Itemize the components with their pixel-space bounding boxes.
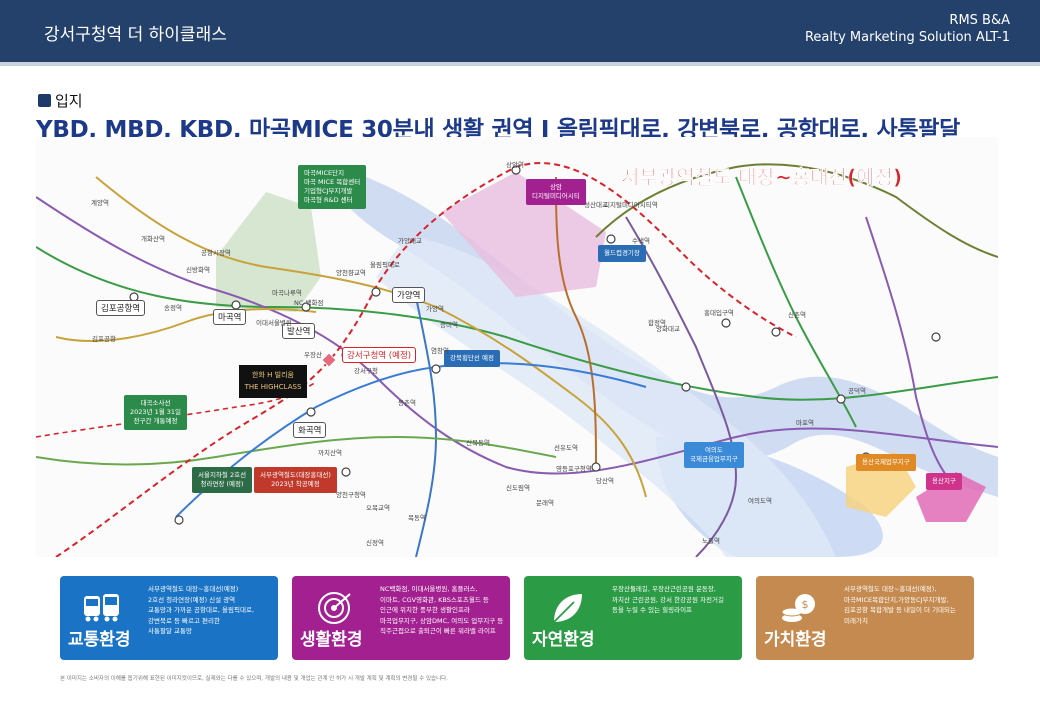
header-bar: 강서구청역 더 하이클래스 RMS B&A Realty Marketing S… [0,0,1040,62]
place-label: 송정역 [164,304,182,312]
company-name: RMS B&A [949,13,1010,28]
place-label: 목동역 [408,514,426,522]
feature-cards: 교통환경 서부광역철도 대장~홍대선(예정) 2호선 청라연장(예정) 신설 광… [60,576,976,660]
place-label: 영등포구청역 [556,465,592,473]
place-label: 공항시장역 [201,249,231,257]
place-label: 양화대교 [656,325,680,333]
western-rail-dashed [55,162,797,557]
place-label: 까치산역 [318,449,342,457]
callout-yongsan-district: 용산지구 [926,473,962,490]
place-label: 노들역 [702,537,720,545]
line2-extension-dashed [36,381,317,438]
callout-world-cup: 월드컵경기장 [598,245,646,262]
station-hwagok: 화곡역 [293,422,327,438]
place-label: 신정역 [366,539,384,547]
station-magok: 마곡역 [213,309,247,325]
card-nature-title: 자연환경 [532,630,595,650]
map-graphics [36,137,998,557]
place-label: 양천향교역 [336,269,366,277]
site-label-line1: 한화 H 빌리움 [252,371,294,379]
card-living: 생활환경 NC백화점, 이대서울병원, 홈플러스, 이마트, CGV영화관, K… [292,576,510,660]
card-value: $ 가치환경 서부광역철도 대장~홍대선(예정), 마곡MICE복합단지,가양동… [756,576,974,660]
section-label: 입지 [38,90,83,111]
station-balsan: 발산역 [282,323,316,339]
card-living-title: 생활환경 [300,630,363,650]
callout-daegok-sosa: 대곡소사선 2023년 1월 31일 전구간 개통예정 [124,395,188,430]
place-label: 가양대교 [398,237,422,245]
place-label: 양천구청역 [336,491,366,499]
callout-magok-mice: 마곡MICE단지 마곡 MICE 복합센터 기업형CJ부지개발 마곡형 R&D … [298,165,367,209]
place-label: NC 백화점 [294,299,324,307]
coins-icon: $ [781,594,815,622]
place-label: 공덕역 [848,387,866,395]
callout-western-rail: 서부광역철도(대장홍대선) 2023년 착공예정 [254,467,337,493]
card-nature-text: 우장산둘레길, 우장산근린공원 운동장, 까치산 근린공원, 강서 한강공원 자… [612,585,724,614]
place-label: 오목교역 [366,504,390,512]
western-rail-banner: 서부광역철도 대장~홍대선(예정) [621,165,903,190]
place-label: 선유도역 [554,444,578,452]
place-label: 우장산 [304,351,322,359]
place-label: 문래역 [536,499,554,507]
place-label: 수색역 [632,237,650,245]
yongsan-district-zone [916,472,986,522]
card-value-title: 가치환경 [764,630,827,650]
place-label: 당산역 [596,477,614,485]
station-gimpo-airport: 김포공항역 [96,300,146,316]
section-bullet-icon [38,94,51,107]
place-label: 성산대교 [584,201,608,209]
sangam-pink-zone [441,172,606,297]
place-label: 등촌역 [398,399,416,407]
place-label: 가양역 [426,305,444,313]
callout-gangbuk-expressway: 강북횡단선 예정 [444,350,500,367]
site-label: 한화 H 빌리움 THE HIGHCLASS [239,365,307,398]
place-label: 합정역 [648,319,666,327]
card-nature: 자연환경 우장산둘레길, 우장산근린공원 운동장, 까치산 근린공원, 강서 한… [524,576,742,660]
place-label: 디지털미디어시티역 [604,201,658,209]
place-label: 개화산역 [141,235,165,243]
station-gangseo-office: 강서구청역 (예정) [342,347,417,363]
location-map: 서부광역철도 대장~홍대선(예정) 김포공항역 마곡역 발산역 화곡역 가양역 … [36,137,998,557]
place-label: 상암역 [506,161,524,169]
place-label: 강서구청 [354,367,378,375]
place-label: 올림픽대로 [370,261,400,269]
place-label: 마포역 [796,419,814,427]
corridor-area [376,237,836,557]
card-value-text: 서부광역철도 대장~홍대선(예정), 마곡MICE복합단지,가양동CJ부지개발,… [844,585,956,625]
callout-sangam: 상암 디지털미디어시티 [526,179,586,205]
place-label: 홍대입구역 [704,309,734,317]
svg-text:$: $ [802,598,809,611]
company-subtitle: Realty Marketing Solution ALT-1 [804,30,1010,45]
card-living-text: NC백화점, 이대서울병원, 홈플러스, 이마트, CGV영화관, KBS스포츠… [380,585,504,635]
han-river [326,177,998,497]
place-label: 염창역 [431,347,449,355]
place-label: 신방화역 [186,266,210,274]
target-icon [318,592,351,624]
magok-green-zone [216,192,321,312]
header-divider [0,62,1040,66]
station-gayang: 가양역 [392,287,426,303]
place-label: 이대서울병원 [256,319,292,327]
place-label: 김포공항 [92,335,116,343]
leaf-icon [553,594,582,623]
place-label: 마곡나루역 [272,289,302,297]
bus-train-icon [84,594,119,622]
place-label: 증미역 [440,321,458,329]
place-label: 신목동역 [466,439,490,447]
callout-line2-extension: 서울지하철 2호선 청라연장 (예정) [192,467,253,493]
site-marker [321,352,337,368]
place-label: 계양역 [91,199,109,207]
section-label-text: 입지 [55,92,83,110]
card-transport-title: 교통환경 [68,630,131,650]
page-title: 강서구청역 더 하이클래스 [44,25,227,45]
callout-yongsan-intl: 용산국제업무지구 [856,454,916,471]
footnote: 본 이미지는 소비자의 이해를 돕기위해 표현된 이미지컷이므로, 실제와는 다… [60,676,448,682]
place-label: 신촌역 [788,311,806,319]
card-transport-text: 서부광역철도 대장~홍대선(예정) 2호선 청라연장(예정) 신설 광역 교통망… [148,585,255,635]
place-label: 신도림역 [506,484,530,492]
place-label: 여의도역 [748,497,772,505]
site-label-line2: THE HIGHCLASS [244,383,302,391]
callout-yeouido: 여의도 국제금융업무지구 [684,442,744,468]
company-info: RMS B&A Realty Marketing Solution ALT-1 [805,12,1010,46]
card-transport: 교통환경 서부광역철도 대장~홍대선(예정) 2호선 청라연장(예정) 신설 광… [60,576,278,660]
